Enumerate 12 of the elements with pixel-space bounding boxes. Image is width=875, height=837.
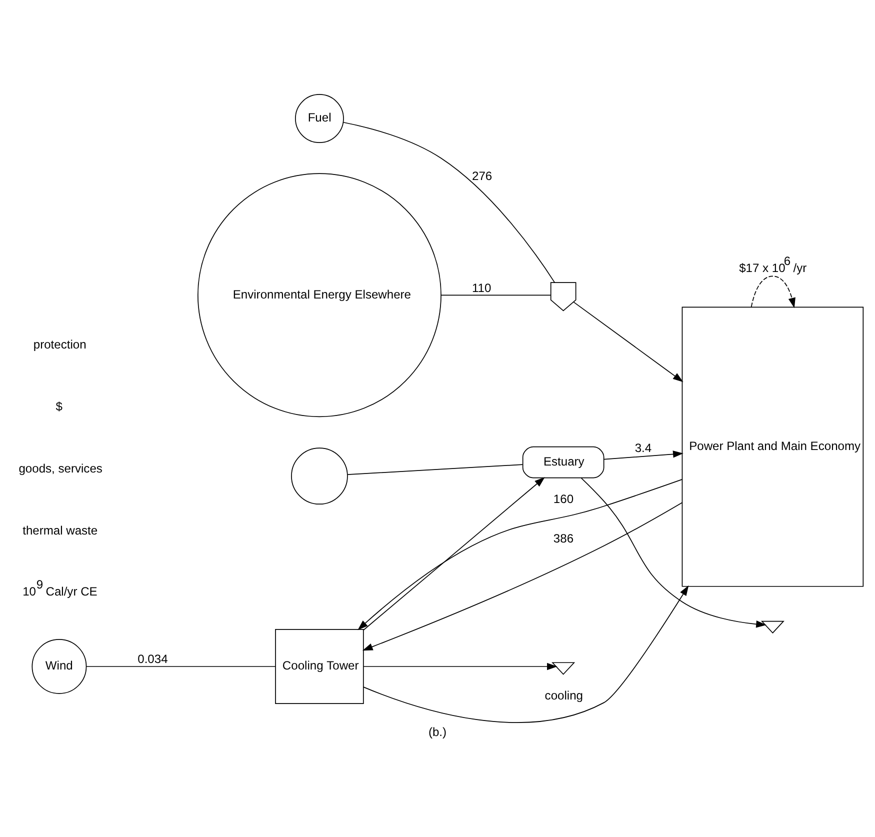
edge-label: 3.4 [634, 441, 652, 456]
label: thermal waste [22, 523, 98, 538]
edge-label: 276 [472, 168, 492, 183]
label: $ [56, 399, 62, 414]
edge-label: cooling [544, 688, 583, 702]
edge-label: 160 [553, 492, 574, 506]
edge-label: 386 [553, 532, 574, 546]
caption: (b.) [428, 724, 447, 739]
edge-label: 0.034 [138, 652, 168, 666]
label: goods, services [18, 461, 102, 476]
edge-label: 110 [472, 280, 492, 295]
label: protection [33, 337, 86, 352]
